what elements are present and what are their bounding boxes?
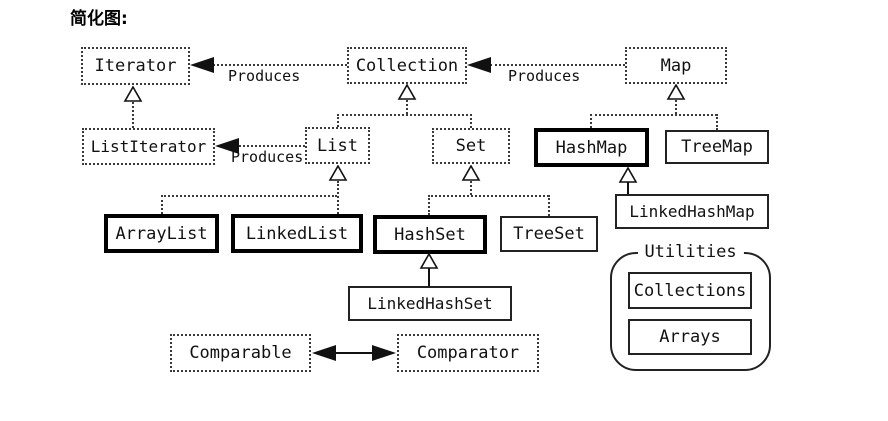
utilities-group-label: Utilities: [637, 242, 744, 262]
connector-line: [590, 114, 717, 116]
page-title: 简化图:: [70, 9, 128, 29]
produces-label: Produces: [508, 67, 581, 85]
produces-label: Produces: [228, 67, 301, 85]
association-arrowhead-icon: [312, 345, 336, 361]
connector-line: [132, 102, 134, 128]
node-label: LinkedHashSet: [367, 294, 493, 313]
generalization-triangle-icon: [328, 165, 348, 181]
node-label: Arrays: [659, 327, 721, 347]
node-label: HashMap: [555, 137, 628, 158]
node-label: Comparator: [416, 343, 520, 363]
connector-line: [325, 352, 383, 354]
node-comparable: Comparable: [170, 334, 311, 372]
connector-line: [239, 145, 305, 147]
connector-line: [428, 195, 430, 215]
node-hashmap: HashMap: [534, 128, 649, 167]
node-listiterator: ListIterator: [82, 128, 215, 165]
connector-line: [490, 64, 625, 66]
connector-line: [470, 114, 472, 128]
node-label: LinkedList: [245, 223, 349, 244]
connector-line: [428, 268, 430, 286]
node-list: List: [305, 127, 370, 164]
node-hashset: HashSet: [373, 215, 487, 254]
node-label: List: [317, 135, 358, 156]
node-label: TreeMap: [681, 137, 753, 157]
node-label: HashSet: [394, 224, 466, 245]
node-label: Comparable: [189, 343, 292, 363]
node-label: Collections: [633, 280, 747, 301]
connector-line: [627, 182, 629, 194]
generalization-triangle-icon: [419, 253, 439, 269]
node-collection: Collection: [347, 47, 467, 84]
node-label: LinkedHashMap: [629, 202, 755, 221]
node-treeset: TreeSet: [500, 216, 598, 252]
connector-line: [161, 195, 163, 214]
generalization-triangle-icon: [123, 86, 143, 102]
produces-arrowhead-icon: [215, 138, 239, 154]
produces-label: Produces: [231, 148, 304, 166]
node-label: TreeSet: [513, 224, 585, 244]
node-set: Set: [432, 128, 510, 164]
generalization-triangle-icon: [666, 84, 686, 100]
node-label: Collection: [355, 55, 459, 76]
connector-line: [213, 64, 347, 66]
generalization-triangle-icon: [461, 165, 481, 181]
node-linkedlist: LinkedList: [231, 214, 363, 253]
connector-line: [428, 195, 549, 197]
association-arrowhead-icon: [372, 345, 396, 361]
node-label: Set: [455, 136, 487, 156]
connector-line: [716, 114, 718, 130]
connector-line: [470, 181, 472, 195]
node-linkedhashmap: LinkedHashMap: [615, 194, 769, 229]
node-map: Map: [625, 47, 727, 84]
connector-line: [337, 114, 472, 116]
node-collections: Collections: [628, 272, 752, 309]
node-label: ArrayList: [115, 223, 208, 244]
connector-line: [590, 114, 592, 128]
generalization-triangle-icon: [618, 167, 638, 183]
node-treemap: TreeMap: [665, 130, 769, 164]
connector-line: [548, 195, 550, 216]
produces-arrowhead-icon: [190, 57, 214, 73]
node-iterator: Iterator: [81, 47, 190, 85]
connector-line: [337, 181, 339, 214]
generalization-triangle-icon: [397, 84, 417, 100]
node-label: ListIterator: [90, 137, 207, 156]
connector-line: [161, 195, 337, 197]
node-comparator: Comparator: [397, 334, 539, 372]
connector-line: [406, 100, 408, 114]
node-linkedhashset: LinkedHashSet: [348, 286, 512, 321]
produces-arrowhead-icon: [467, 57, 491, 73]
node-label: Map: [660, 55, 692, 76]
node-label: Iterator: [94, 56, 177, 76]
node-arrays: Arrays: [628, 319, 752, 355]
utilities-group: Utilities: [610, 242, 771, 371]
connector-line: [337, 114, 339, 127]
node-arraylist: ArrayList: [104, 214, 219, 253]
connector-line: [675, 100, 677, 114]
